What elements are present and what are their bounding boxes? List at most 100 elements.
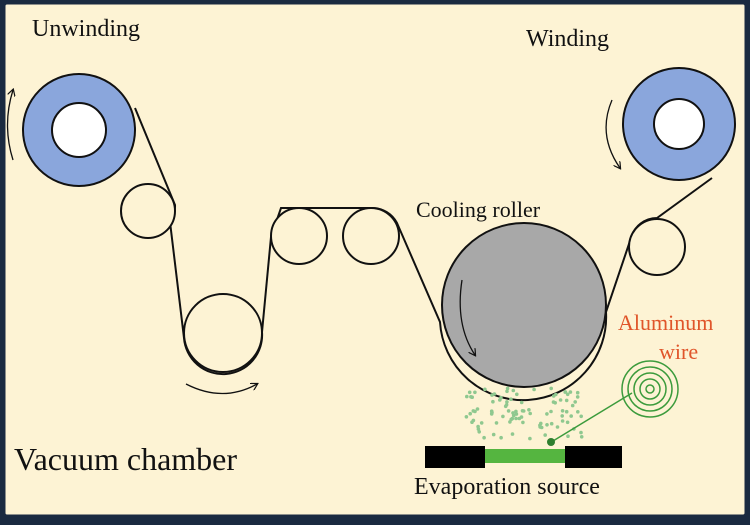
wire-label: wire [659,339,699,364]
vapor-dot [499,435,503,440]
aluminum-label: Aluminum [618,310,714,335]
vapor-dot [575,395,580,399]
vapor-dot [563,390,568,394]
vapor-dot [555,425,560,429]
vapor-dot [505,400,509,404]
vapor-dot [464,415,469,419]
vapor-dot [499,395,503,400]
vapor-dot [554,392,558,397]
vapor-dot [560,409,565,413]
vapor-dot [532,387,536,392]
vapor-dot [508,420,512,424]
vapor-dot [473,390,477,395]
vapor-dot [549,421,554,426]
aluminum-wire-feed [552,392,633,442]
unwinding-rotation-arrow [6,90,14,161]
aluminum-wire-coil [621,360,679,418]
vapor-dot [483,387,487,392]
vapor-dot [520,409,525,413]
vapor-dot [570,403,575,408]
guide-roller [628,218,686,276]
vapor-dot [551,400,556,404]
vapor-dot [494,421,499,425]
vapor-dot [566,434,570,439]
wire-tip [547,438,555,446]
winding-label: Winding [526,26,610,52]
guide-roller [342,207,400,265]
vapor-dot [545,412,549,416]
unwinding-label: Unwinding [32,16,140,42]
vapor-dot [506,409,511,413]
vapor-dot [490,393,494,397]
vapor-dot [469,395,473,399]
winding-spool [622,67,736,181]
vapor-dot [521,420,525,425]
vapor-dot [576,410,580,414]
vapor-dot [471,409,476,413]
vapor-dot [465,394,469,399]
cooling-roller-label: Cooling roller [416,197,541,222]
vapor-dot [491,432,496,437]
vapor-dot [519,400,524,405]
vapor-dot [509,397,513,402]
vapor-dot [560,419,565,423]
vapor-dot [511,413,516,418]
vapor-dot [579,435,584,439]
vapor-dot [517,416,522,421]
vapor-dot [564,398,569,403]
vapor-dot [527,408,531,412]
vapor-dot [491,399,495,404]
vapor-dot [528,411,532,416]
vapor-dot [579,414,583,419]
vapor-dot [565,392,570,397]
vapor-dot [514,416,518,421]
vapor-dot [511,388,516,393]
vapor-dot [573,400,577,404]
vapor-dot [501,414,505,419]
vapor-dot [476,427,481,431]
vapor-dot [505,389,509,394]
vapor-dot [569,414,573,418]
vapor-dot [528,436,532,441]
winding-rotation-arrow [605,99,620,168]
evaporation-source-label: Evaporation source [414,474,600,500]
vapor-dot [549,386,553,391]
vapor-dot [490,410,494,415]
unwinding-spool [22,73,136,187]
vapor-dot [510,432,515,436]
film-path [134,107,713,402]
vapor-dot [471,418,476,423]
vapor-dot [514,412,519,416]
vapor-dot [538,423,542,428]
vapor-dot [545,423,549,427]
vapor-dot [479,421,484,425]
evaporation-source [425,446,622,468]
cooling-roller-rotation-arrow [459,279,475,355]
guide-roller [183,293,263,373]
vapor-dot [475,407,480,411]
vapor-dot [575,390,580,395]
vapor-dot [543,433,547,437]
vapor-dot [558,398,563,402]
vapor-particles [464,386,584,441]
vapor-dot [549,409,553,414]
cooling-roller [441,222,607,388]
guide-roller [120,183,176,239]
vapor-dot [505,386,510,391]
vapor-dot [482,435,486,440]
vapor-dot [504,403,509,407]
vacuum-chamber-label: Vacuum chamber [14,441,238,477]
roller-rotation-arrow [185,384,257,395]
vapor-dot [515,392,519,397]
vapor-dot [477,430,482,434]
vapor-dot [514,409,518,414]
vapor-dot [579,430,583,435]
vapor-dot [560,414,564,418]
vapor-dot [565,420,570,425]
vapor-dot [468,411,473,416]
vapor-dot [564,409,569,414]
vapor-dot [568,390,573,394]
vapor-dot [467,390,472,395]
